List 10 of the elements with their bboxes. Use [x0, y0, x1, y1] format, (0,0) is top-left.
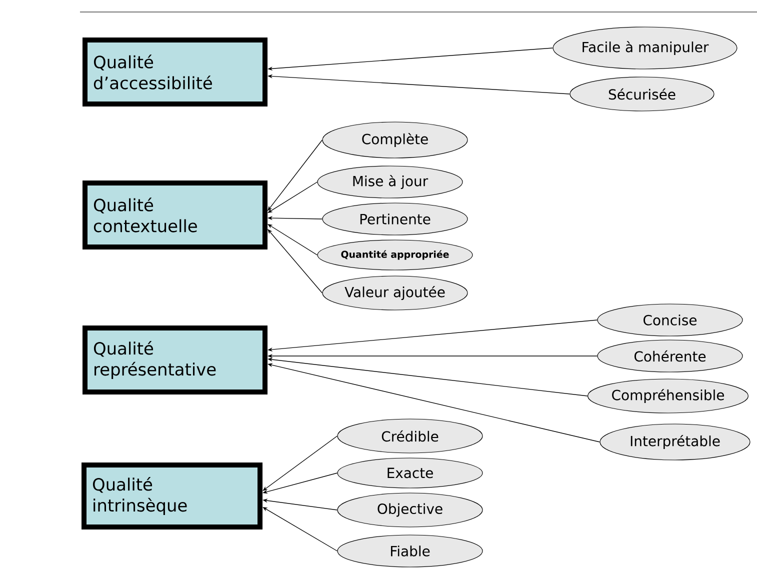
- quality-box: Qualité d’accessibilité: [82, 38, 268, 106]
- arrow: [268, 229, 323, 294]
- arrow: [268, 140, 323, 211]
- arrow: [262, 436, 338, 491]
- arrow: [268, 224, 318, 256]
- arrow: [262, 507, 338, 552]
- quality-box: Qualité représentative: [82, 326, 268, 394]
- quality-box: Qualité contextuelle: [82, 180, 268, 250]
- quality-box: Qualité intrinsèque: [82, 462, 262, 530]
- arrow: [268, 182, 318, 213]
